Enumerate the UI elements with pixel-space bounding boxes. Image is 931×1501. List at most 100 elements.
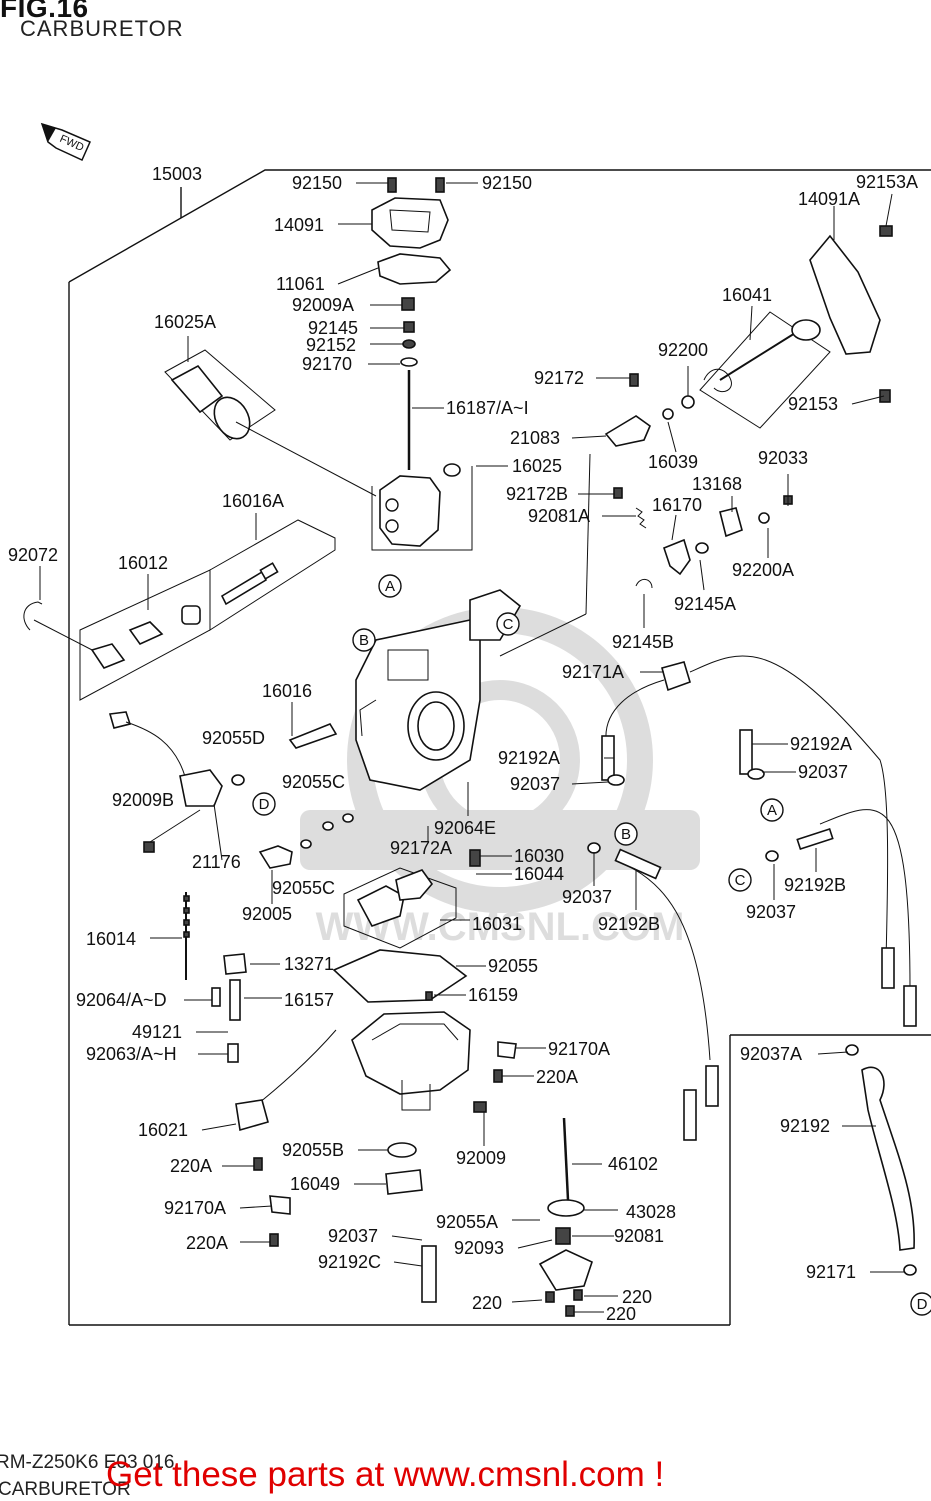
part-number-labels: 15003 92150 92150 14091 11061 92009A 921… — [8, 164, 918, 1324]
bolt-b-part — [269, 1233, 279, 1247]
part-label-92145: 92145 — [308, 318, 358, 338]
callout-c-right: C — [735, 872, 746, 889]
carburetor-parts-diagram: FWD — [8, 122, 931, 1326]
pump-spring-part — [555, 1227, 571, 1245]
bolt-a-part — [253, 1157, 263, 1171]
part-label-14091A: 14091A — [798, 189, 860, 209]
part-label-92170: 92170 — [302, 354, 352, 374]
linkage-part — [604, 415, 651, 447]
o-ring-d-part — [300, 839, 312, 849]
callout-b-top: B — [359, 632, 369, 649]
float-bowl-part — [351, 1011, 471, 1111]
bracket-b-part — [497, 1041, 517, 1059]
spring-b-part — [635, 507, 647, 529]
callout-circles: A B C D B A C D — [252, 574, 931, 1316]
part-label-92192C: 92192C — [318, 1252, 381, 1272]
part-label-21176: 21176 — [192, 852, 241, 872]
drain-o-ring-part — [387, 1142, 417, 1158]
part-label-92055C-upper: 92055C — [282, 772, 345, 792]
clip-c-part — [635, 579, 653, 589]
o-ring-b-part — [322, 821, 334, 831]
pump-screw-a-part — [545, 1291, 555, 1303]
air-screw-part — [220, 562, 279, 606]
shop-link-banner[interactable]: Get these parts at www.cmsnl.com ! — [106, 1455, 665, 1494]
throttle-valve-part — [371, 463, 473, 551]
part-label-16041: 16041 — [722, 285, 772, 305]
part-label-92172: 92172 — [534, 368, 584, 388]
part-label-11061: 11061 — [276, 274, 325, 294]
leader-lines — [39, 182, 904, 1313]
part-label-92192A-left: 92192A — [498, 748, 560, 768]
part-label-16157: 16157 — [284, 990, 334, 1010]
part-label-16021: 16021 — [138, 1120, 188, 1140]
diagram-code: RM-Z250K6 E03 016 — [0, 1452, 175, 1473]
part-label-16025: 16025 — [512, 456, 562, 476]
part-label-13271: 13271 — [284, 954, 334, 974]
part-label-92171A: 92171A — [562, 662, 624, 682]
part-label-92009A: 92009A — [292, 295, 354, 315]
part-label-220A-right: 220A — [536, 1067, 578, 1087]
part-label-92170A-right: 92170A — [548, 1039, 610, 1059]
part-label-92064E: 92064E — [434, 818, 496, 838]
washer-part — [400, 357, 418, 367]
part-label-16049: 16049 — [290, 1174, 340, 1194]
lever-collar-part — [662, 408, 674, 420]
part-label-92200A: 92200A — [732, 560, 794, 580]
hose-fitting-part — [90, 643, 126, 669]
part-label-92172B: 92172B — [506, 484, 568, 504]
carburetor-body-part — [355, 589, 522, 791]
top-cover-part — [371, 177, 449, 249]
part-label-21083: 21083 — [510, 428, 560, 448]
figure-subtitle: CARBURETOR — [20, 16, 184, 41]
part-label-16044: 16044 — [514, 864, 564, 884]
part-label-92192: 92192 — [780, 1116, 830, 1136]
spring-part — [403, 321, 415, 333]
part-label-14091: 14091 — [274, 215, 324, 235]
callout-d-right: D — [917, 1296, 928, 1313]
screw-b-part — [613, 487, 623, 499]
part-label-92152: 92152 — [306, 335, 356, 355]
part-label-92145A: 92145A — [674, 594, 736, 614]
part-label-92145B: 92145B — [612, 632, 674, 652]
part-label-92172A: 92172A — [390, 838, 452, 858]
part-label-92150-right: 92150 — [482, 173, 532, 193]
main-jet-part — [227, 1043, 239, 1063]
pump-rod-part — [562, 1117, 570, 1201]
part-label-92081A: 92081A — [528, 506, 590, 526]
part-label-92063-A-H: 92063/A~H — [86, 1044, 177, 1064]
lever-screw-a-part — [879, 225, 893, 237]
o-ring-a-part — [231, 774, 245, 786]
part-label-92055B: 92055B — [282, 1140, 344, 1160]
idle-screw-part — [288, 723, 338, 749]
part-label-92037-right-lower: 92037 — [746, 902, 796, 922]
part-label-92072: 92072 — [8, 545, 58, 565]
o-ring-c-part — [342, 813, 354, 823]
linkage-screw-part — [629, 373, 639, 387]
part-label-92055: 92055 — [488, 956, 538, 976]
part-label-92037-right-upper: 92037 — [798, 762, 848, 782]
part-label-92037-upper: 92037 — [510, 774, 560, 794]
clip-b-part — [695, 542, 709, 554]
part-label-16031: 16031 — [472, 914, 522, 934]
needle-jet-set-part — [183, 892, 190, 980]
part-label-92055C-lower: 92055C — [272, 878, 335, 898]
part-label-92192B-mid: 92192B — [598, 914, 660, 934]
part-label-46102: 46102 — [608, 1154, 658, 1174]
callout-a-top: A — [385, 578, 395, 595]
part-label-220-right-upper: 220 — [622, 1287, 652, 1307]
part-label-16014: 16014 — [86, 929, 136, 949]
float-bowl-gasket-part — [332, 949, 468, 1003]
screw-part — [143, 841, 155, 853]
part-label-16030: 16030 — [514, 846, 564, 866]
part-label-220-left: 220 — [472, 1293, 502, 1313]
part-label-92009: 92009 — [456, 1148, 506, 1168]
part-label-220-right-lower: 220 — [606, 1304, 636, 1324]
part-label-92153: 92153 — [788, 394, 838, 414]
part-label-220A-left-upper: 220A — [170, 1156, 212, 1176]
part-label-92037-bottom: 92037 — [328, 1226, 378, 1246]
part-label-92009B: 92009B — [112, 790, 174, 810]
part-label-92171: 92171 — [806, 1262, 856, 1282]
throttle-lever-part — [809, 234, 881, 355]
part-label-92037-mid: 92037 — [562, 887, 612, 907]
pump-cover-part — [538, 1249, 593, 1291]
